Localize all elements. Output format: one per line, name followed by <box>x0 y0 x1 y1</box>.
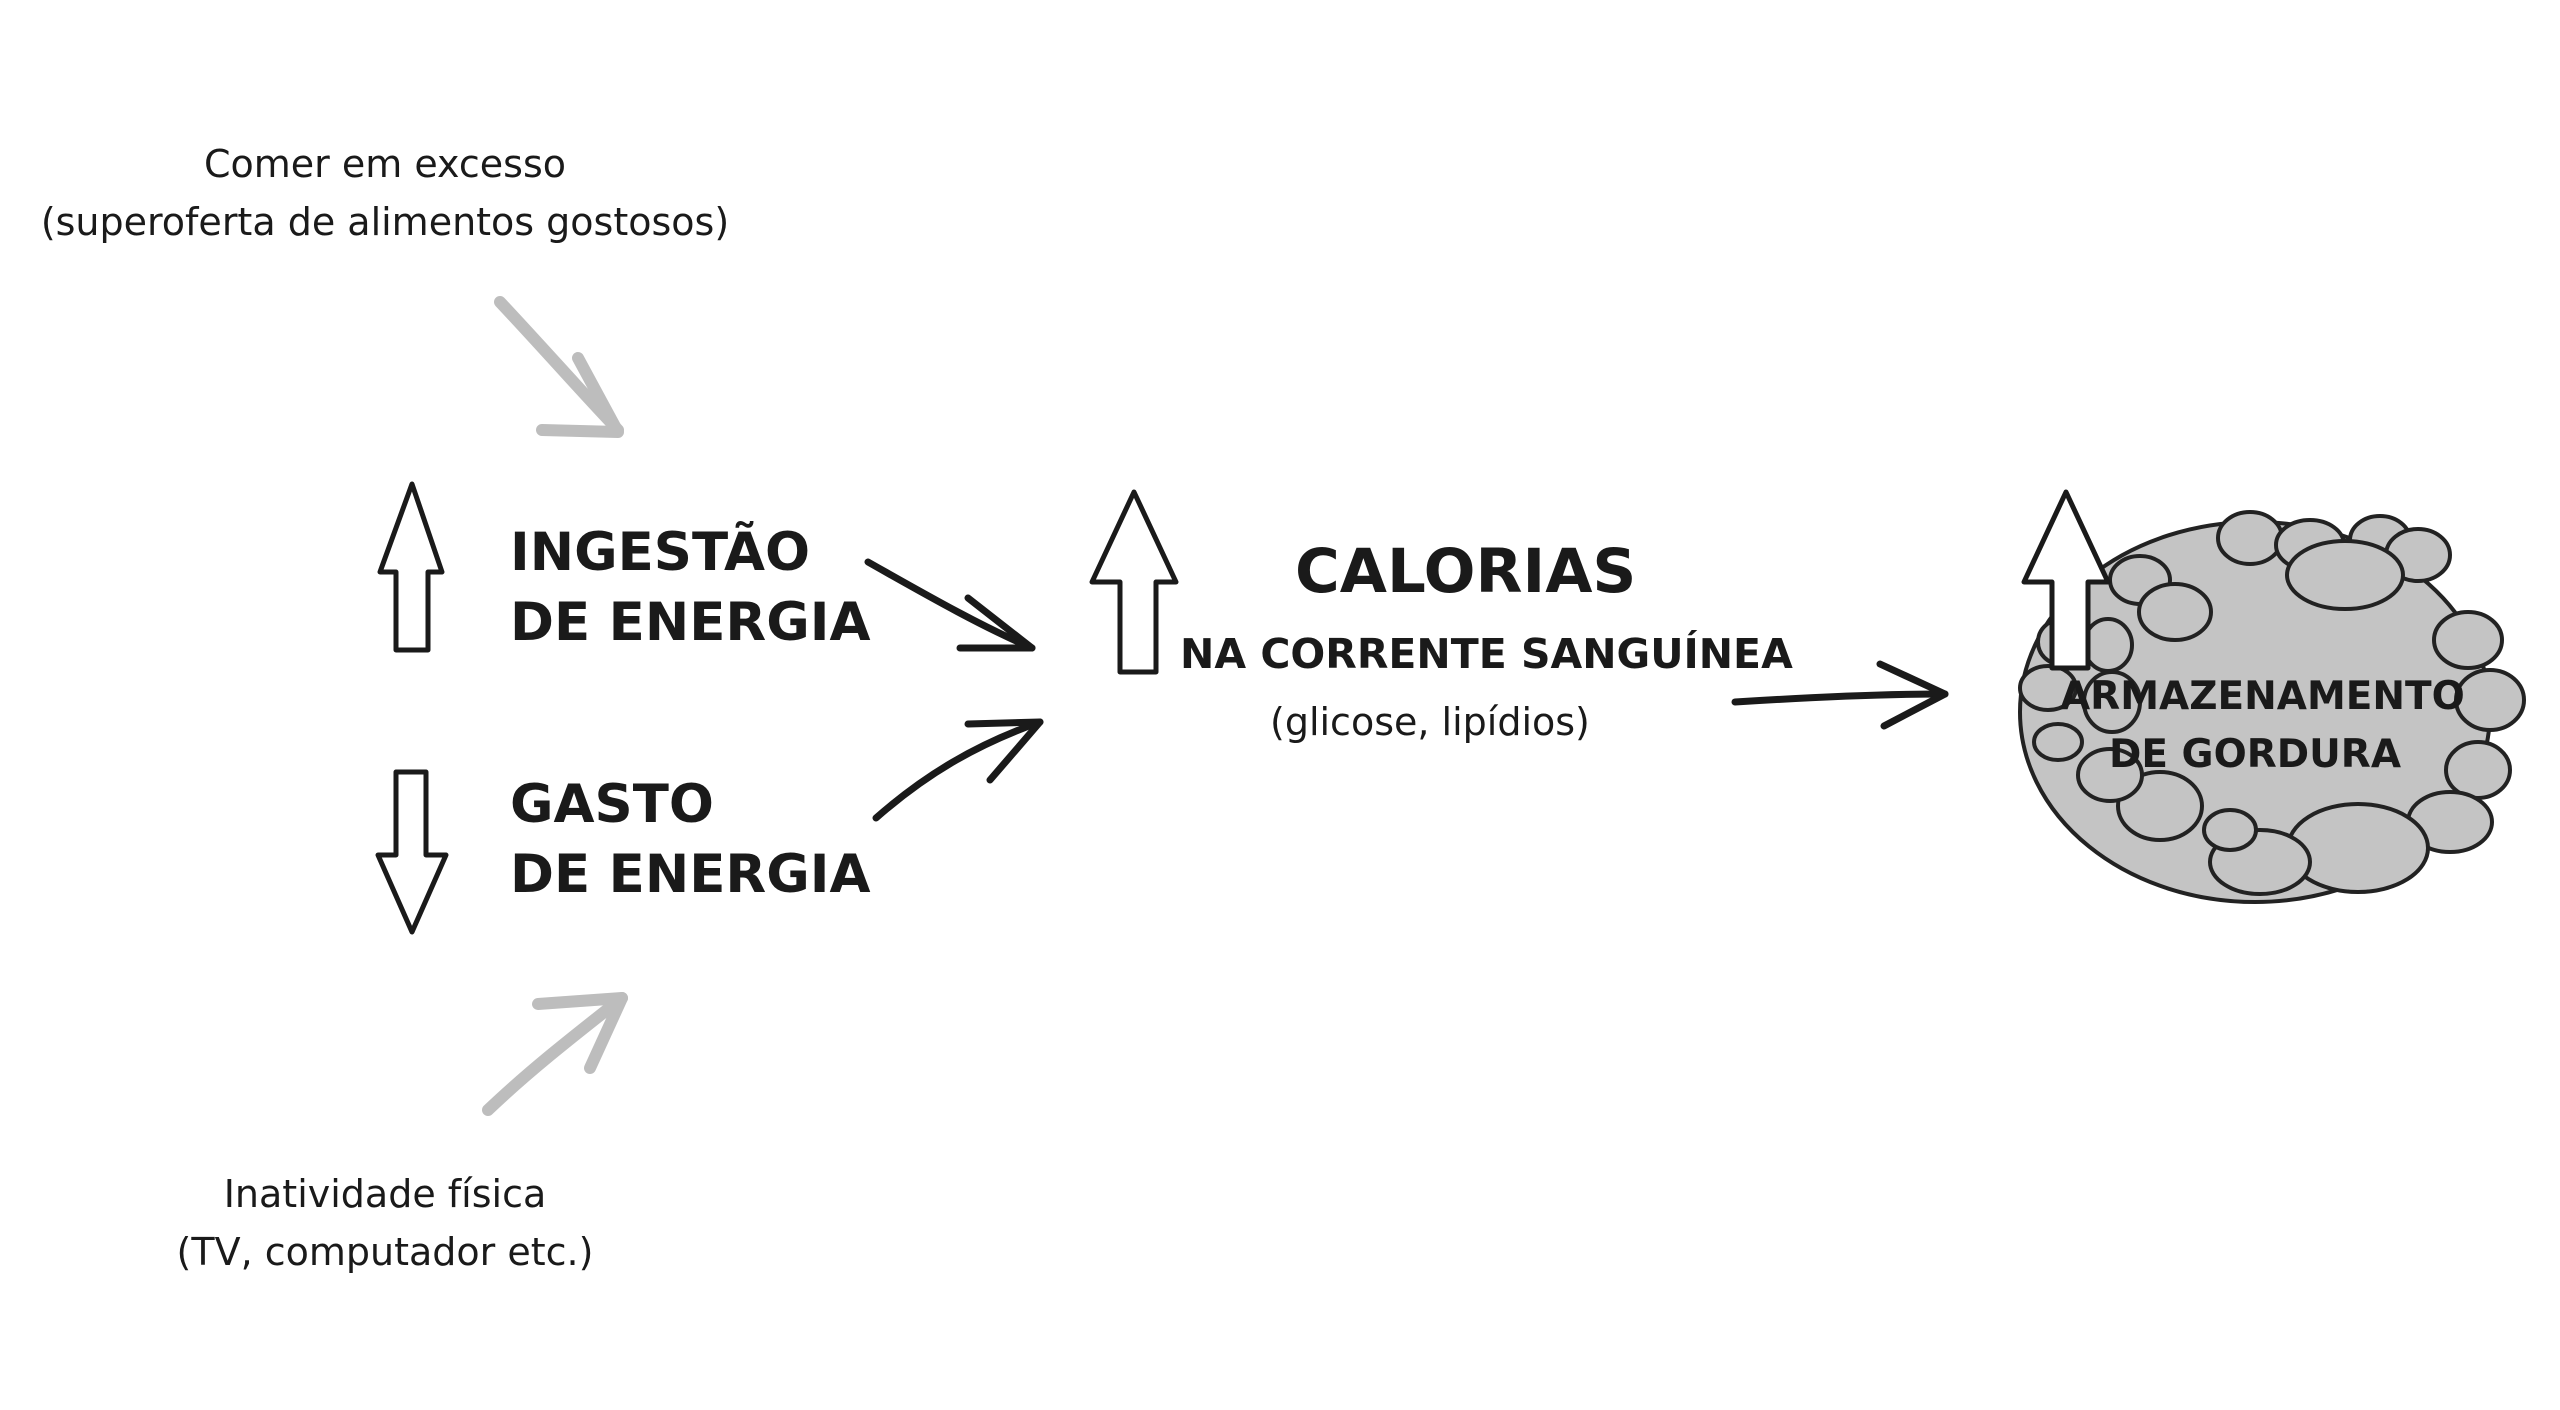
expenditure-to-calories-arrow <box>872 718 1044 822</box>
calories-title: CALORIAS <box>1295 536 1637 607</box>
energy-expenditure-line2: DE ENERGIA <box>510 844 871 905</box>
overeating-line2: (superoferta de alimentos gostosos) <box>40 200 730 244</box>
calories-detail: (glicose, lipídios) <box>1270 700 1590 744</box>
inactivity-line1: Inatividade física <box>223 1172 547 1216</box>
fat-storage-line1: ARMAZENAMENTO <box>2060 674 2465 719</box>
energy-intake-line2: DE ENERGIA <box>510 592 871 653</box>
calories-subtitle: NA CORRENTE SANGUÍNEA <box>1180 630 1793 678</box>
calories-to-fat-arrow <box>1731 660 1949 730</box>
fat-storage-up-arrow-icon <box>2021 489 2111 671</box>
inactivity-to-expenditure-arrow <box>482 992 628 1116</box>
energy-expenditure-line1: GASTO <box>510 774 714 835</box>
expenditure-down-arrow-icon <box>375 769 449 935</box>
calories-up-arrow-icon <box>1089 489 1179 675</box>
overeating-to-intake-arrow <box>494 296 624 438</box>
intake-up-arrow-icon <box>377 481 445 653</box>
fat-storage-label: ARMAZENAMENTO DE GORDURA <box>2060 668 2465 784</box>
inactivity-line2: (TV, computador etc.) <box>176 1230 594 1274</box>
energy-intake-label: INGESTÃO DE ENERGIA <box>510 518 870 658</box>
energy-intake-line1: INGESTÃO <box>510 522 811 583</box>
inactivity-label: Inatividade física (TV, computador etc.) <box>130 1165 640 1281</box>
overeating-label: Comer em excesso (superoferta de aliment… <box>0 135 770 251</box>
energy-expenditure-label: GASTO DE ENERGIA <box>510 770 870 910</box>
intake-to-calories-arrow <box>864 558 1036 652</box>
fat-storage-line2: DE GORDURA <box>2108 732 2402 777</box>
overeating-line1: Comer em excesso <box>203 142 566 186</box>
